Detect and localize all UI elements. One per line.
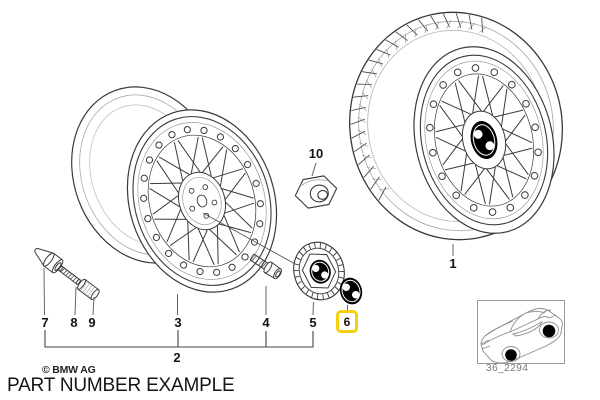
bmw-roundel-emblem-icon <box>339 277 363 305</box>
wheel-bolt <box>249 253 282 280</box>
callout-10[interactable]: 10 <box>308 146 324 161</box>
hex-cap-nut <box>294 175 338 209</box>
front-wheel-marker <box>505 349 517 361</box>
bmw-copyright: © BMW AG <box>42 364 96 376</box>
callout-9[interactable]: 9 <box>88 315 96 330</box>
leader-line-8 <box>74 286 77 316</box>
right-wheel-face <box>413 46 555 234</box>
callout-5[interactable]: 5 <box>309 315 317 330</box>
callout-6-label: 6 <box>343 314 351 329</box>
callout-4[interactable]: 4 <box>262 315 270 330</box>
callout-6-highlight[interactable]: 6 <box>336 310 358 333</box>
car-sketch <box>480 308 563 364</box>
callout-8[interactable]: 8 <box>70 315 78 330</box>
callout-1[interactable]: 1 <box>449 256 457 271</box>
leader-line-5 <box>312 301 314 316</box>
hub-cap <box>293 241 345 301</box>
leader-line-9 <box>92 296 95 316</box>
valve-stem-assembly <box>34 247 100 301</box>
callout-2[interactable]: 2 <box>173 350 181 365</box>
callout-3[interactable]: 3 <box>174 315 182 330</box>
diagram-code: 36_2294 <box>486 363 529 374</box>
group-bracket-2 <box>44 330 314 348</box>
page-caption: PART NUMBER EXAMPLE <box>7 375 235 396</box>
assembly-axis-line <box>202 212 298 266</box>
left-wheel-face <box>126 109 278 293</box>
leader-lines <box>43 162 454 316</box>
leader-line-7 <box>43 267 45 316</box>
rear-wheel-marker <box>542 324 556 338</box>
leader-line-10 <box>311 162 317 177</box>
car-location-inset <box>477 300 565 364</box>
callout-7[interactable]: 7 <box>41 315 49 330</box>
